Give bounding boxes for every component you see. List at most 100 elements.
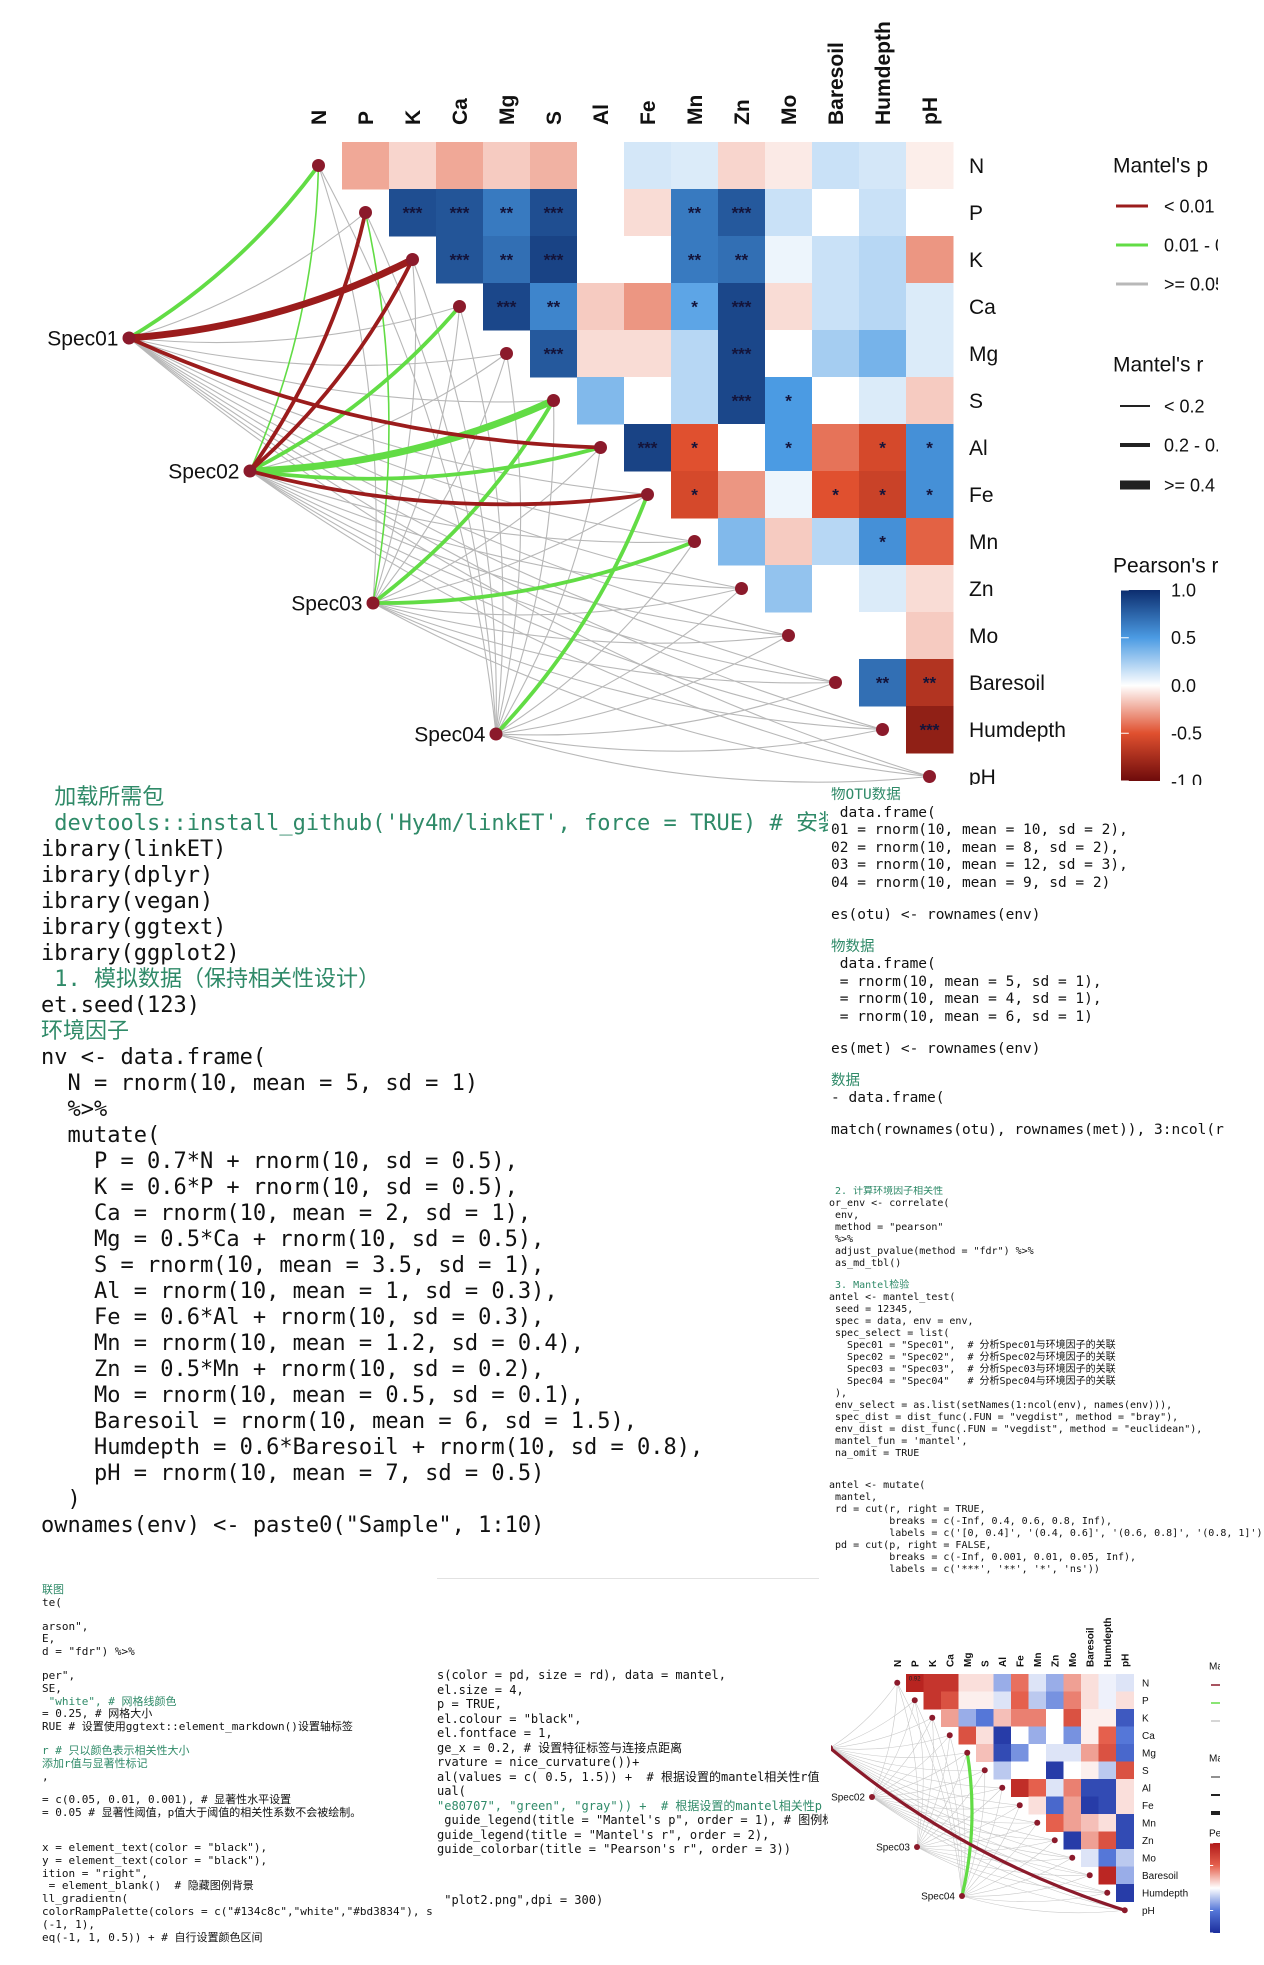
significance-label: ** <box>876 673 890 692</box>
mantel-link <box>871 1796 1056 1841</box>
heatmap-cell <box>906 1674 924 1692</box>
env-node <box>1034 1819 1041 1826</box>
heatmap-cell <box>1098 1691 1117 1710</box>
spec-label: Spec03 <box>291 592 362 615</box>
mantel-link <box>831 1748 1003 1789</box>
heatmap-cell <box>765 471 813 519</box>
code-line: guide_colorbar(title = "Pearson's r", or… <box>437 1842 792 1856</box>
heatmap-cell <box>624 283 672 331</box>
heatmap-cell <box>976 1726 994 1745</box>
heatmap-cell <box>1098 1831 1117 1850</box>
code-line: 添加r值与显著性标记 <box>42 1756 148 1770</box>
spec-node <box>122 331 136 345</box>
spec-node <box>366 596 380 610</box>
heatmap-cell <box>976 1744 994 1762</box>
spec-node <box>831 1745 833 1751</box>
heatmap-cell <box>1046 1726 1064 1745</box>
code-line: es(otu) <- rownames(env) <box>831 906 1041 923</box>
code-line: el.colour = "black", <box>437 1711 582 1726</box>
code-line <box>437 1857 828 1869</box>
env-node <box>876 723 889 736</box>
heatmap-cell <box>1028 1761 1047 1780</box>
code-line: rvature = nice_curvature())+ <box>437 1755 640 1769</box>
row-label: Ca <box>1142 1731 1155 1742</box>
row-label: N <box>969 155 984 178</box>
code-line: "plot2.png",dpi = 300) <box>437 1892 604 1907</box>
heatmap-cell <box>812 283 860 331</box>
code-line: 物数据 <box>831 938 875 955</box>
code-line: te( <box>42 1595 62 1609</box>
row-label: Mn <box>1142 1818 1156 1829</box>
mantel-link <box>128 337 884 731</box>
spec-label: Spec02 <box>168 460 239 483</box>
code-line: el.fontface = 1, <box>437 1726 553 1740</box>
heatmap-cell <box>1098 1779 1117 1797</box>
code-line: breaks = c(-Inf, 0.001, 0.01, 0.05, Inf)… <box>829 1552 1137 1563</box>
heatmap-cell <box>1081 1849 1099 1867</box>
env-node <box>782 629 795 642</box>
row-label: Zn <box>1142 1836 1154 1847</box>
significance-label: ** <box>500 250 514 269</box>
heatmap-cell <box>812 471 860 519</box>
mantel-link <box>372 305 461 604</box>
row-label: Fe <box>969 484 994 507</box>
heatmap-cell <box>1116 1744 1134 1762</box>
heatmap-cell <box>906 471 954 519</box>
row-label: P <box>1142 1696 1149 1707</box>
heatmap-cell <box>859 283 907 331</box>
spec-label: Spec04 <box>414 723 486 746</box>
main-chart-panel: ****************************************… <box>44 0 1218 785</box>
mantel-link <box>871 1796 1126 1911</box>
heatmap-cell <box>941 1691 959 1710</box>
mantel-link <box>914 1699 924 1848</box>
row-label: Humdepth <box>1142 1888 1188 1899</box>
column-label: N <box>893 1660 904 1667</box>
env-node <box>1104 1889 1111 1896</box>
code-line: nv <- data.frame( <box>41 1045 267 1070</box>
mantel-link <box>831 1748 1091 1876</box>
significance-label: * <box>926 438 933 457</box>
mantel-link <box>371 398 556 605</box>
code-line: 2. 计算环境因子相关性 <box>829 1186 944 1197</box>
heatmap-cell <box>765 142 813 190</box>
heatmap-cell <box>1046 1709 1064 1727</box>
heatmap-cell <box>1046 1761 1064 1780</box>
mantel-link <box>372 446 602 604</box>
row-label: Baresoil <box>969 672 1045 695</box>
heatmap-cell <box>1063 1709 1082 1727</box>
column-label: P <box>910 1660 921 1667</box>
heatmap-cell <box>530 236 578 284</box>
code-line: data.frame( <box>831 956 936 972</box>
code-line: = element_blank() # 隐藏图例背景 <box>42 1879 254 1893</box>
mantel-link <box>871 1752 968 1798</box>
heatmap-cell <box>993 1674 1012 1692</box>
mantel-link <box>871 1787 1003 1800</box>
row-label: Mg <box>1142 1748 1156 1759</box>
heatmap-cell <box>1098 1761 1117 1780</box>
significance-label: ** <box>500 203 514 222</box>
code-line: y = element_text(color = "black"), <box>42 1853 268 1867</box>
code-line: Mn = rnorm(10, mean = 1.2, sd = 0.4), <box>41 1331 585 1356</box>
env-node <box>911 1697 918 1704</box>
heatmap-cell <box>859 189 907 237</box>
env-node <box>1121 1907 1128 1914</box>
mantel-link <box>248 304 462 473</box>
mantel-link <box>916 1846 1073 1862</box>
code-line: devtools::install_github('Hy4m/linkET', … <box>41 811 828 836</box>
mantel-link <box>961 1895 1126 1914</box>
env-node <box>946 1732 953 1739</box>
heatmap-cell <box>958 1691 977 1710</box>
heatmap-cell <box>577 283 625 331</box>
heatmap-cell <box>530 142 578 190</box>
env-node <box>964 1749 971 1756</box>
column-label: Zn <box>1050 1655 1061 1667</box>
code-line: = 0.25, # 网格大小 <box>42 1707 153 1721</box>
heatmap-cell <box>859 471 907 519</box>
row-label: Humdepth <box>969 719 1066 742</box>
code-line: Spec02 = "Spec02", # 分析Spec02与环境因子的关联 <box>829 1352 1116 1363</box>
heatmap-cell <box>1116 1866 1134 1885</box>
legend-label-r: < 0.2 <box>1164 396 1205 416</box>
heatmap-cell <box>718 518 766 566</box>
heatmap-cell <box>1011 1674 1029 1692</box>
row-label: K <box>969 249 983 272</box>
